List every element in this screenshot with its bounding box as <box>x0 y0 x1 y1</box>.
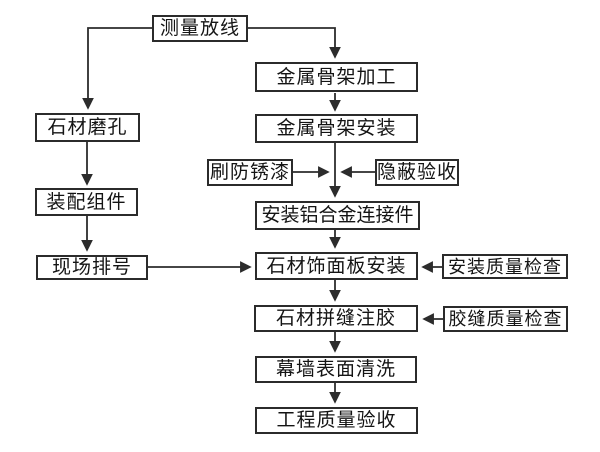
node-project-quality-acceptance: 工程质量验收 <box>255 407 418 434</box>
node-stone-drilling: 石材磨孔 <box>35 113 140 142</box>
node-survey: 测量放线 <box>152 15 248 42</box>
node-concealed-acceptance: 隐蔽验收 <box>375 159 459 186</box>
node-anti-rust-paint: 刷防锈漆 <box>207 159 293 186</box>
node-installation-quality-check: 安装质量检查 <box>442 254 568 279</box>
node-stone-panel-installation: 石材饰面板安装 <box>255 252 418 280</box>
edge-survey-to-stone-drilling <box>82 27 152 110</box>
node-curtain-wall-cleaning: 幕墙表面清洗 <box>255 356 417 383</box>
edge-survey-to-metal-fab <box>248 27 341 59</box>
node-sealant-quality-check: 胶缝质量检查 <box>443 306 568 332</box>
node-site-numbering: 现场排号 <box>36 255 148 280</box>
node-metal-frame-installation: 金属骨架安装 <box>255 114 418 143</box>
node-aluminum-connector-installation: 安装铝合金连接件 <box>255 201 420 230</box>
node-stone-joint-sealing: 石材拼缝注胶 <box>254 305 418 332</box>
node-metal-frame-fabrication: 金属骨架加工 <box>255 62 418 92</box>
node-assemble-components: 装配组件 <box>35 188 138 216</box>
